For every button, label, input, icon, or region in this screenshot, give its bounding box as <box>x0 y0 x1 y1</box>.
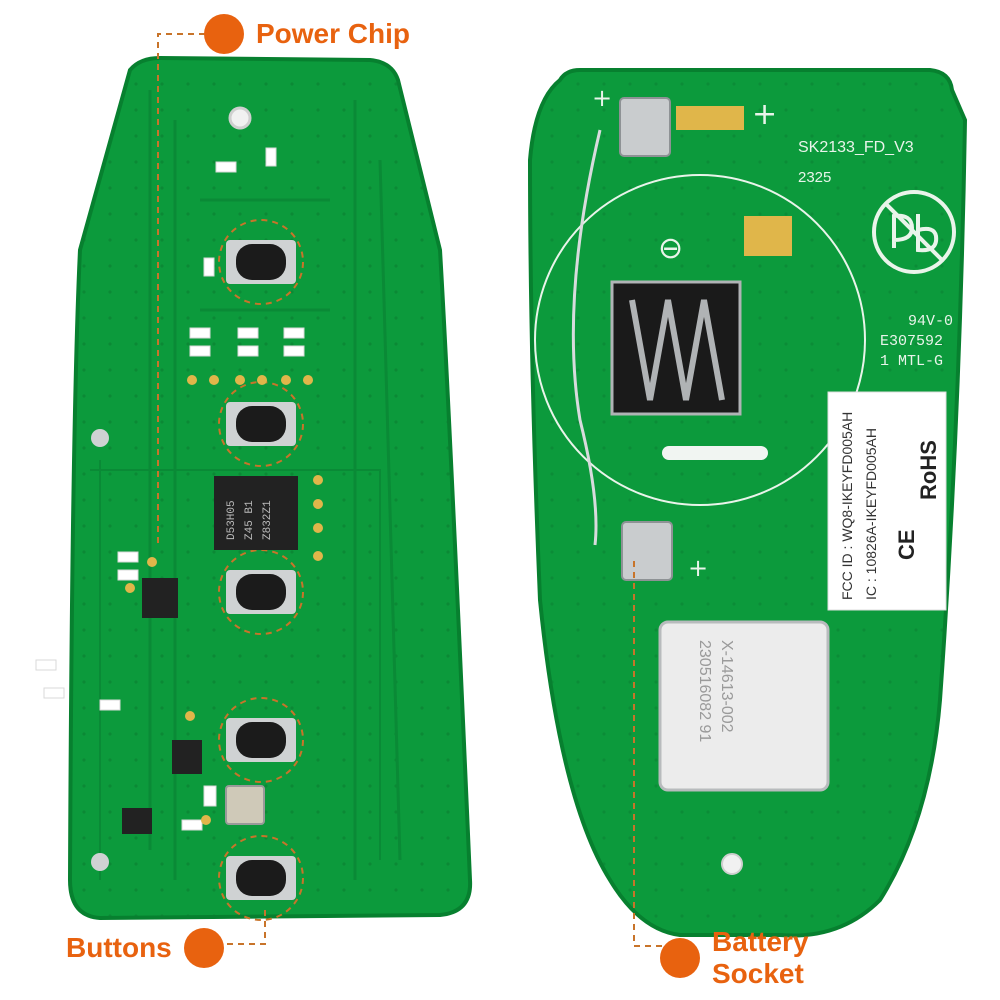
label-ce-text: CE <box>894 529 919 560</box>
label-fcc-text: FCC ID : WQ8-IKEYFD005AH <box>839 412 855 600</box>
ul-mark-3: 1 MTL-G <box>880 353 943 370</box>
button-2 <box>226 402 296 446</box>
callout-battery-label-2: Socket <box>712 958 804 989</box>
rf-module: X-14613-002 230516082 91 <box>658 620 830 792</box>
button-5 <box>226 856 296 900</box>
chip-marking-1: D53H05 <box>226 500 238 540</box>
callout-power-chip: Power Chip <box>204 14 410 54</box>
plus-mark-3: + <box>688 554 708 582</box>
callout-dot <box>204 14 244 54</box>
button-3 <box>226 570 296 614</box>
plus-mark-2: + <box>752 97 777 132</box>
callout-leaders <box>157 33 662 947</box>
battery-socket <box>610 280 768 460</box>
module-line1: X-14613-002 <box>718 640 735 733</box>
date-code: 2325 <box>798 169 831 186</box>
battery-outline <box>534 174 866 506</box>
module-line2: 230516082 91 <box>696 640 713 742</box>
callout-buttons-label: Buttons <box>66 932 172 963</box>
callout-dot <box>660 938 700 978</box>
callout-power-chip-label: Power Chip <box>256 18 411 49</box>
chip-marking-2: Z45 B1 <box>244 500 256 540</box>
button-1 <box>226 240 296 284</box>
ul-mark-1: 94V-0 <box>908 313 953 330</box>
label-ic-text: IC : 10826A-IKEYFD005AH <box>863 428 879 600</box>
button-4 <box>226 718 296 762</box>
compliance-label: FCC ID : WQ8-IKEYFD005AH IC : 10826A-IKE… <box>827 391 947 611</box>
board-id: SK2133_FD_V3 <box>798 139 914 156</box>
no-lead-symbol <box>872 190 956 274</box>
callout-dot <box>183 928 224 968</box>
callout-buttons: Buttons <box>66 928 224 968</box>
ul-mark-2: E307592 <box>880 333 943 350</box>
front-board: D53H05 Z45 B1 Z832Z1 <box>35 55 473 921</box>
label-rohs-text: RoHS <box>916 440 941 500</box>
battery-negative-mark: ⊖ <box>658 231 683 266</box>
callout-battery-label-1: Battery <box>712 926 809 957</box>
chip-marking-3: Z832Z1 <box>262 500 274 540</box>
back-board: FCC ID : WQ8-IKEYFD005AH IC : 10826A-IKE… <box>527 68 968 938</box>
callout-battery-socket: Battery Socket <box>660 926 808 990</box>
plus-mark-1: + <box>592 84 612 112</box>
power-chip: D53H05 Z45 B1 Z832Z1 <box>214 476 298 550</box>
